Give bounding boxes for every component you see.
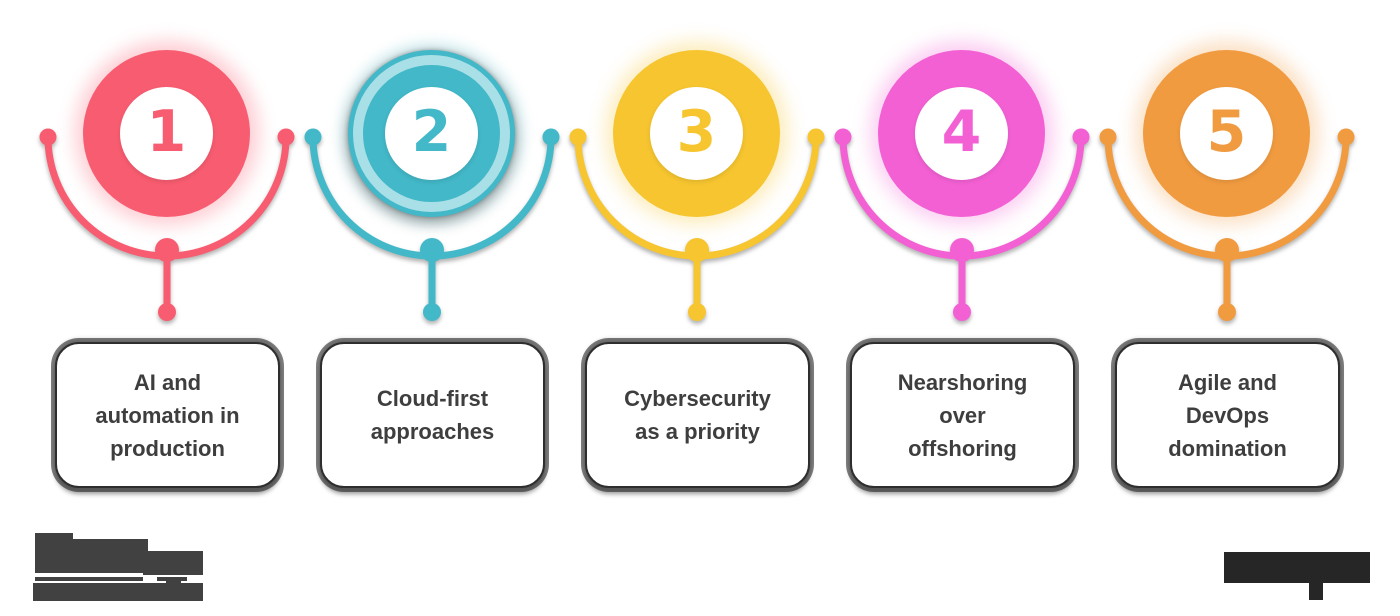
step-item-3: 3 Cybersecurity as a priority [565, 0, 830, 510]
step-badge: 1 [83, 50, 250, 217]
redacted-block [1309, 583, 1323, 600]
hook-connector-icon [569, 128, 825, 321]
step-number: 4 [941, 99, 982, 165]
redacted-block [35, 539, 148, 573]
redacted-logo-right [1224, 552, 1374, 602]
step-item-4: 4 Nearshoring over offshoring [830, 0, 1095, 510]
steps-row: 1 AI and automation in production [35, 0, 1360, 510]
hook-connector-icon [304, 128, 560, 321]
redacted-block [166, 579, 181, 585]
step-number-circle: 1 [120, 87, 213, 180]
redacted-block [143, 551, 203, 575]
step-badge: 4 [878, 50, 1045, 217]
step-badge: 5 [1143, 50, 1310, 217]
step-card: Agile and DevOps domination [1115, 342, 1340, 488]
step-card: AI and automation in production [55, 342, 280, 488]
step-number: 3 [676, 99, 717, 165]
step-number: 5 [1206, 99, 1247, 165]
hook-connector-icon [834, 128, 1090, 321]
step-badge: 2 [348, 50, 515, 217]
step-number-circle: 3 [650, 87, 743, 180]
step-number: 2 [411, 99, 452, 165]
step-card: Cloud-first approaches [320, 342, 545, 488]
step-number-circle: 5 [1180, 87, 1273, 180]
step-item-1: 1 AI and automation in production [35, 0, 300, 510]
step-number-circle: 4 [915, 87, 1008, 180]
step-label: Cloud-first approaches [370, 386, 495, 444]
step-label: Cybersecurity as a priority [624, 386, 771, 444]
hook-connector-icon [1099, 128, 1355, 321]
step-label: Nearshoring over offshoring [897, 369, 1028, 461]
redacted-logo-left [33, 533, 205, 603]
redacted-block [1224, 552, 1370, 583]
step-label: AI and automation in production [95, 369, 240, 461]
redacted-block [35, 577, 143, 581]
step-item-5: 5 Agile and DevOps domination [1095, 0, 1360, 510]
step-badge: 3 [613, 50, 780, 217]
step-card: Cybersecurity as a priority [585, 342, 810, 488]
redacted-block [33, 583, 203, 601]
hook-connector-icon [39, 128, 295, 321]
step-number: 1 [146, 99, 187, 165]
step-card: Nearshoring over offshoring [850, 342, 1075, 488]
step-number-circle: 2 [385, 87, 478, 180]
step-item-2: 2 Cloud-first approaches [300, 0, 565, 510]
step-label: Agile and DevOps domination [1168, 369, 1287, 461]
